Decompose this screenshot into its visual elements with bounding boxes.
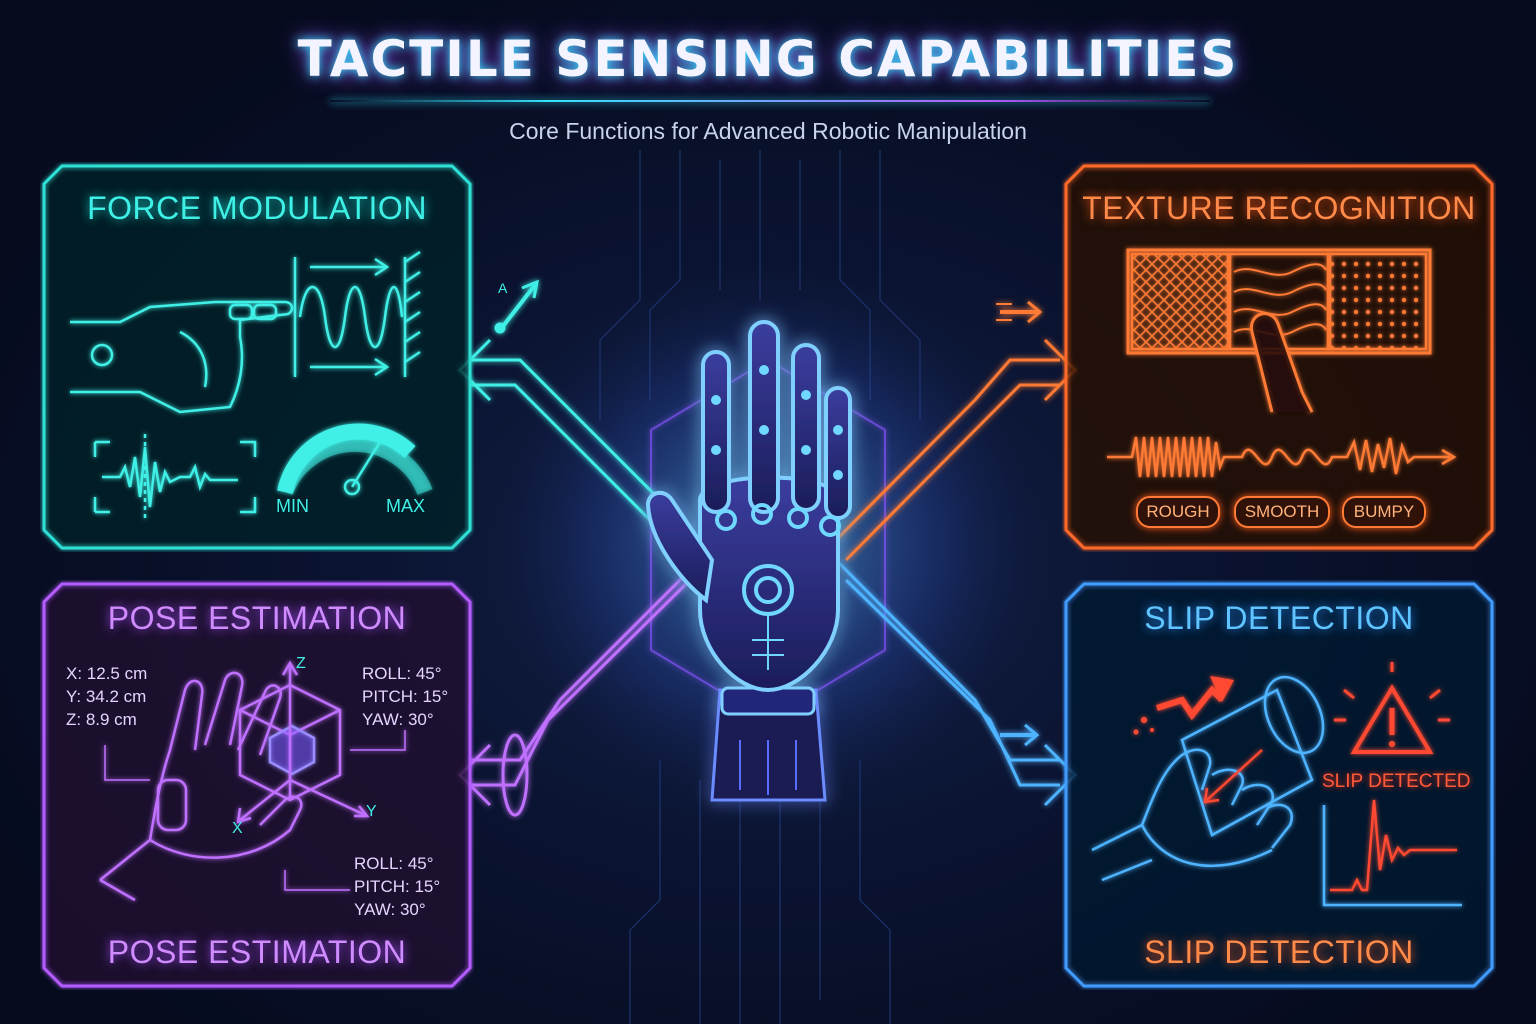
texture-label-bumpy: BUMPY (1342, 496, 1426, 528)
slip-motion-arrow-icon (1133, 676, 1234, 735)
pitch-value: PITCH: 15° (362, 687, 449, 706)
position-z: Z: 8.9 cm (66, 710, 137, 729)
pose-estimation-title: POSE ESTIMATION (107, 600, 407, 636)
position-x: X: 12.5 cm (66, 664, 148, 683)
pitch-value: PITCH: 15° (354, 877, 441, 896)
robotic-hand-icon (645, 320, 852, 802)
axis-x-label: X (232, 820, 243, 837)
pose-estimation-panel (42, 582, 472, 988)
arrow-axis-label: A (498, 280, 508, 296)
bumpy-texture-swatch (1328, 252, 1428, 351)
pose-cube-icon (236, 660, 370, 824)
page-subtitle: Core Functions for Advanced Robotic Mani… (509, 118, 1027, 144)
position-y: Y: 34.2 cm (66, 687, 147, 706)
slip-detected-alert: SLIP DETECTED (1322, 771, 1471, 792)
axis-z-label: Z (296, 655, 306, 672)
roll-value: ROLL: 45° (354, 854, 434, 873)
yaw-value: YAW: 30° (362, 710, 434, 729)
pointing-hand-icon (70, 300, 294, 414)
rough-texture-swatch (1130, 252, 1230, 351)
spring-icon (293, 250, 421, 377)
pose-estimation-footer: POSE ESTIMATION (107, 934, 407, 970)
texture-waveform-icon (1107, 436, 1457, 478)
connector-pose (457, 558, 702, 817)
slip-detection-title: SLIP DETECTION (1144, 600, 1414, 636)
warning-icon (1334, 662, 1450, 754)
texture-label-rough: ROUGH (1136, 496, 1220, 528)
orientation-readout-top: ROLL: 45° PITCH: 15° YAW: 30° (362, 662, 448, 731)
slip-signal-chart (1322, 799, 1462, 907)
axis-y-label: Y (366, 803, 377, 820)
force-waveform-icon (93, 434, 257, 520)
connector-slip (834, 558, 1078, 807)
slip-detection-footer: SLIP DETECTION (1144, 934, 1414, 970)
texture-recognition-title: TEXTURE RECOGNITION (1082, 190, 1476, 226)
texture-label-smooth: SMOOTH (1234, 496, 1330, 528)
slip-detection-panel (1064, 582, 1494, 988)
force-modulation-title: FORCE MODULATION (87, 190, 427, 226)
page-title: TACTILE SENSING CAPABILITIES (297, 30, 1239, 88)
force-modulation-panel (42, 164, 472, 550)
force-gauge-icon (277, 423, 433, 496)
yaw-value: YAW: 30° (354, 900, 426, 919)
gauge-min-label: MIN (276, 496, 309, 516)
position-readout: X: 12.5 cm Y: 34.2 cm Z: 8.9 cm (66, 662, 147, 731)
roll-value: ROLL: 45° (362, 664, 442, 683)
title-divider (330, 100, 1210, 102)
orientation-readout-bottom: ROLL: 45° PITCH: 15° YAW: 30° (354, 852, 440, 921)
texture-recognition-panel (1064, 164, 1494, 550)
gauge-max-label: MAX (386, 496, 426, 516)
fingertip-icon (1250, 312, 1314, 413)
